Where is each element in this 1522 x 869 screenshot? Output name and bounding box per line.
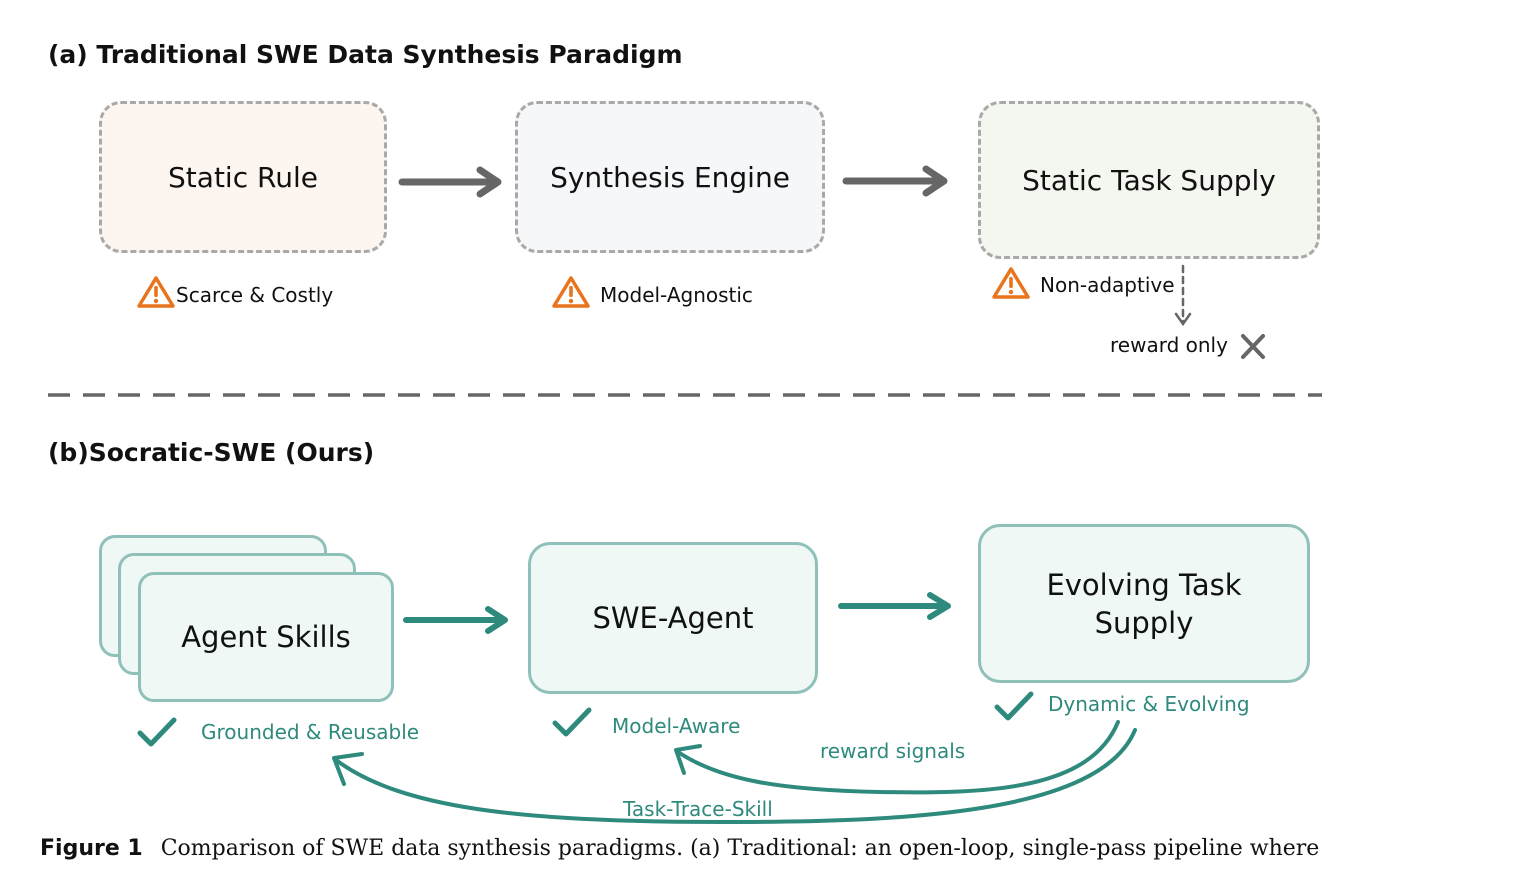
task-trace-skill-label: Task-Trace-Skill bbox=[623, 797, 773, 821]
close-icon bbox=[1241, 334, 1265, 359]
agent-skills-box: Agent Skills bbox=[138, 572, 394, 702]
model-agnostic-note: Model-Agnostic bbox=[600, 283, 753, 307]
check-icon bbox=[137, 717, 177, 747]
warning-icon bbox=[137, 276, 175, 308]
reward-only-arrow bbox=[1174, 264, 1192, 327]
reward-only-note: reward only bbox=[1110, 333, 1228, 357]
warning-icon bbox=[992, 267, 1030, 299]
scarce-costly-note: Scarce & Costly bbox=[176, 283, 334, 307]
static-rule-label: Static Rule bbox=[168, 160, 318, 194]
arrow-engine-to-supply bbox=[842, 165, 948, 197]
evolving-task-supply-box: Evolving Task Supply bbox=[978, 524, 1310, 683]
synthesis-engine-label: Synthesis Engine bbox=[550, 160, 790, 194]
arrow-rule-to-engine bbox=[398, 166, 502, 198]
reward-signals-label: reward signals bbox=[820, 739, 966, 763]
swe-agent-box: SWE-Agent bbox=[528, 542, 818, 694]
arrow-agent-to-supply bbox=[838, 592, 951, 620]
figure-caption: Figure 1 Comparison of SWE data synthesis… bbox=[40, 836, 1319, 861]
warning-icon bbox=[552, 276, 590, 308]
swe-agent-label: SWE-Agent bbox=[592, 601, 754, 635]
static-task-supply-box: Static Task Supply bbox=[978, 101, 1320, 259]
arrow-skills-to-agent bbox=[403, 606, 508, 634]
grounded-reusable-note: Grounded & Reusable bbox=[201, 720, 420, 744]
caption-text: Comparison of SWE data synthesis paradig… bbox=[160, 836, 1320, 861]
evolving-task-supply-label: Evolving Task Supply bbox=[1046, 567, 1242, 640]
agent-skills-label: Agent Skills bbox=[181, 620, 351, 654]
figure-label: Figure 1 bbox=[40, 836, 143, 861]
reward-feedback-curve bbox=[674, 720, 1120, 795]
task-trace-skill-curve bbox=[332, 728, 1137, 824]
synthesis-engine-box: Synthesis Engine bbox=[515, 101, 825, 253]
check-icon bbox=[552, 707, 592, 737]
model-aware-note: Model-Aware bbox=[612, 714, 741, 738]
panel-b-title: (b)Socratic-SWE (Ours) bbox=[48, 438, 375, 467]
dynamic-evolving-note: Dynamic & Evolving bbox=[1048, 692, 1250, 716]
panel-a-title: (a) Traditional SWE Data Synthesis Parad… bbox=[48, 40, 683, 69]
static-rule-box: Static Rule bbox=[99, 101, 387, 253]
check-icon bbox=[994, 691, 1034, 721]
static-task-supply-label: Static Task Supply bbox=[1022, 163, 1276, 197]
non-adaptive-note: Non-adaptive bbox=[1040, 273, 1175, 297]
